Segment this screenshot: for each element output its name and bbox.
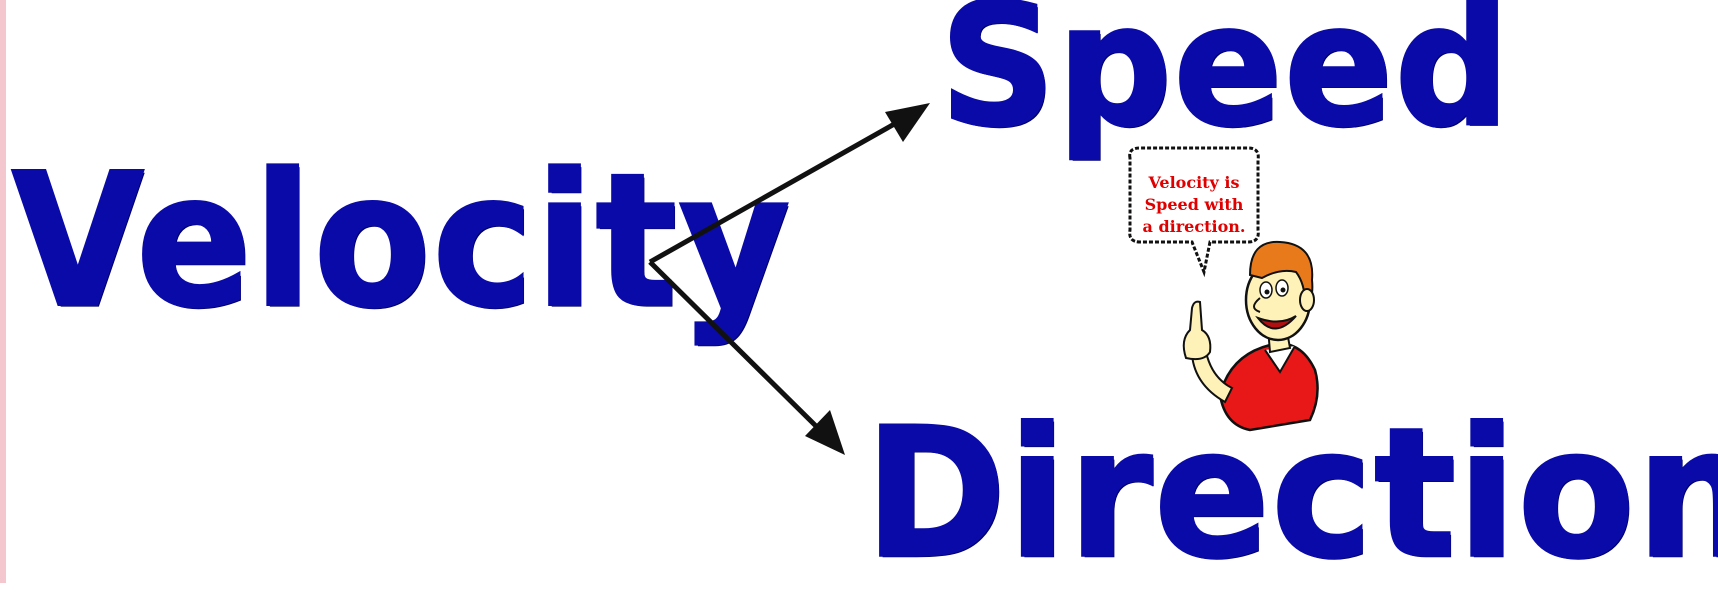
speech-bubble-text: Velocity is Speed with a direction. [1124, 172, 1264, 238]
speech-line: Speed with [1124, 194, 1264, 216]
arrow-to-direction [650, 262, 845, 455]
speech-line: a direction. [1124, 216, 1264, 238]
arrows-layer [0, 0, 1718, 583]
speech-line: Velocity is [1124, 172, 1264, 194]
arrow-to-speed [650, 103, 930, 262]
